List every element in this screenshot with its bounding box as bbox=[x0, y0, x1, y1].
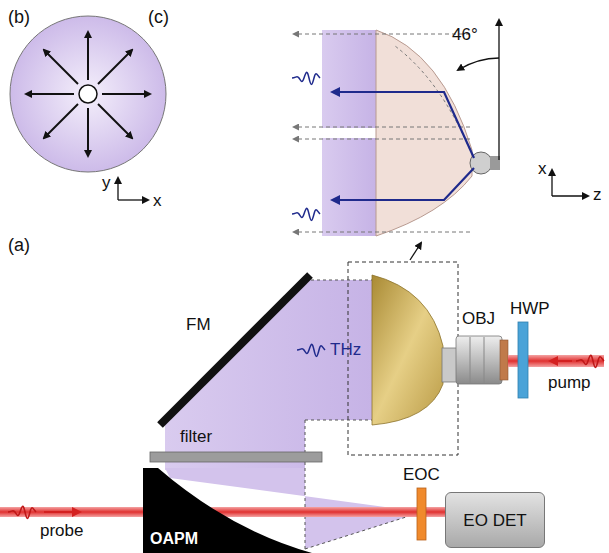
beam-label: pump bbox=[548, 374, 591, 391]
thz-filter bbox=[150, 452, 322, 462]
axis-label: y bbox=[102, 174, 111, 191]
thz-pulses-c bbox=[292, 72, 320, 220]
objective-band bbox=[484, 337, 485, 383]
half-wave-plate bbox=[518, 322, 528, 398]
panel-letter: (b) bbox=[8, 8, 30, 26]
part-label: filter bbox=[180, 428, 212, 445]
objective-ring bbox=[500, 340, 508, 380]
part-label: HWP bbox=[510, 300, 550, 317]
axis-label: x bbox=[153, 192, 162, 209]
angle-arc bbox=[458, 58, 499, 70]
zoom-arrow bbox=[410, 243, 421, 260]
beam-label: probe bbox=[40, 522, 83, 539]
probe-pulse bbox=[8, 506, 36, 518]
panel-letter: (a) bbox=[8, 236, 30, 254]
axis-label: x bbox=[538, 160, 547, 177]
vertical-reference bbox=[498, 20, 499, 160]
objective-band bbox=[470, 337, 471, 383]
mirror-label: OAPM bbox=[150, 531, 198, 547]
beam-boundary-lines bbox=[294, 34, 470, 232]
eo-crystal bbox=[417, 488, 426, 540]
thz-beam-top bbox=[322, 30, 376, 128]
radial-polarization-arrows bbox=[26, 32, 150, 156]
probe-direction bbox=[44, 511, 80, 513]
thz-beam bbox=[165, 280, 372, 470]
axes-b bbox=[118, 178, 148, 200]
part-label: EOC bbox=[403, 466, 440, 483]
surface-tangent bbox=[395, 46, 470, 150]
objective-lens bbox=[456, 336, 502, 384]
thz-rays bbox=[332, 92, 474, 200]
axis-label: z bbox=[593, 186, 602, 203]
paraboloid-emitter bbox=[372, 275, 443, 425]
panel-letter: (c) bbox=[148, 8, 169, 26]
detector-label: EO DET bbox=[463, 512, 526, 529]
zoom-box bbox=[348, 262, 458, 455]
axes-c bbox=[552, 170, 588, 196]
flip-mirror bbox=[160, 275, 310, 425]
mirror-body bbox=[143, 468, 312, 553]
detector-box: EO DET bbox=[445, 492, 545, 548]
thz-pulse bbox=[297, 344, 325, 356]
part-label: OBJ bbox=[462, 310, 495, 327]
part-label: FM bbox=[186, 316, 211, 333]
paraboloid-section bbox=[376, 30, 472, 236]
parabolic-mirror: OAPM bbox=[143, 466, 312, 553]
pump-pulse bbox=[576, 355, 604, 367]
thz-beam-bottom bbox=[322, 138, 376, 236]
angle-label: 46° bbox=[452, 26, 478, 43]
pump-direction bbox=[550, 360, 572, 362]
beam-cross-section bbox=[10, 16, 166, 172]
beam-center bbox=[79, 85, 97, 103]
signal-label: THz bbox=[330, 341, 361, 358]
